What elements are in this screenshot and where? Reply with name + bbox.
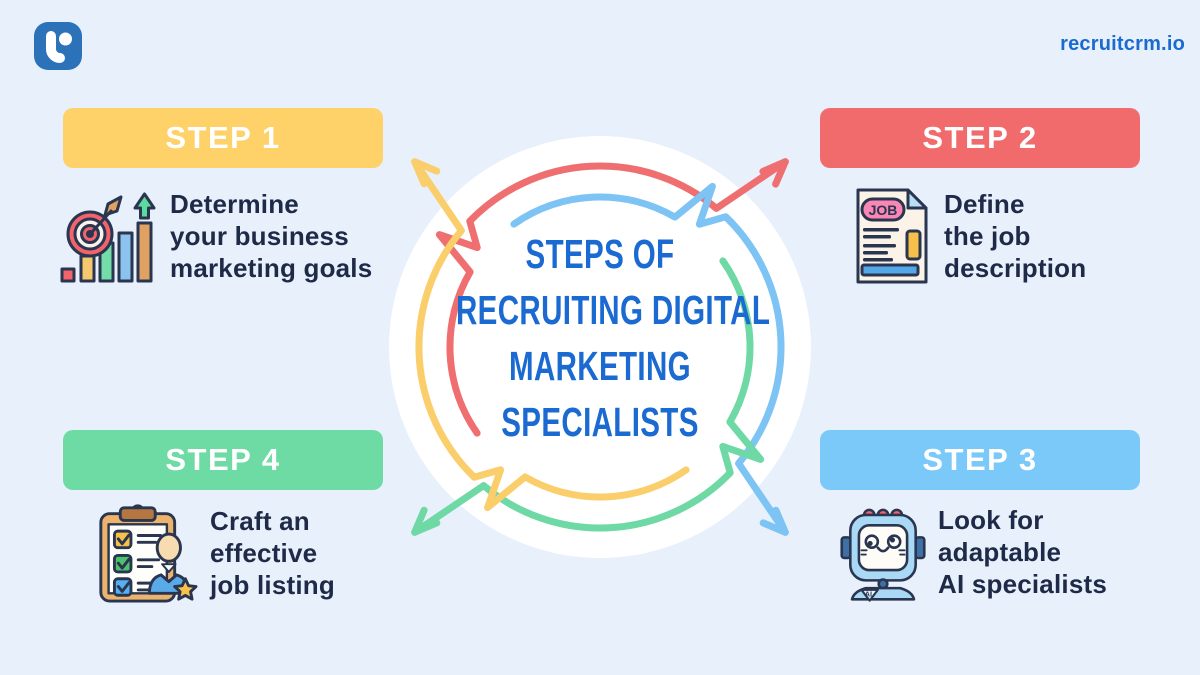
target-growth-chart-icon bbox=[60, 192, 156, 283]
title-line: STEPS OF bbox=[525, 231, 675, 277]
step-text-line: Look for bbox=[938, 505, 1044, 535]
step-3-banner: STEP 3 bbox=[820, 430, 1140, 490]
step-1-item: Determine your business marketing goals bbox=[58, 186, 372, 286]
ai-robot-icon: AI bbox=[840, 508, 926, 602]
site-link[interactable]: recruitcrm.io bbox=[1060, 33, 1185, 55]
title-line: SPECIALISTS bbox=[501, 399, 699, 445]
step-2-item: JOB Define the job description bbox=[852, 186, 1086, 286]
diagram-title: STEPS OF RECRUITING DIGITAL MARKETING SP… bbox=[400, 226, 800, 450]
step-1-label: STEP 1 bbox=[165, 120, 281, 155]
step-1-banner: STEP 1 bbox=[63, 108, 383, 168]
recruit-crm-logo-icon bbox=[34, 22, 82, 70]
step-text-line: Craft an bbox=[210, 506, 310, 536]
step2-arrow bbox=[435, 158, 789, 437]
step-text-line: AI specialists bbox=[938, 569, 1107, 599]
step-2-label: STEP 2 bbox=[922, 120, 1038, 155]
step-3-item: AI Look for adaptable AI specialists bbox=[840, 498, 1107, 606]
svg-text:JOB: JOB bbox=[869, 202, 898, 218]
step1-arrow bbox=[411, 158, 690, 512]
step3-arrow bbox=[510, 182, 789, 536]
title-line: RECRUITING DIGITAL bbox=[456, 287, 771, 333]
step-4-item: Craft an effective job listing bbox=[94, 502, 335, 604]
center-circle bbox=[389, 136, 811, 558]
step4-arrow bbox=[411, 257, 765, 536]
step-2-banner: STEP 2 bbox=[820, 108, 1140, 168]
step-text-line: description bbox=[944, 253, 1087, 283]
step-3-label: STEP 3 bbox=[922, 442, 1038, 477]
step-4-label: STEP 4 bbox=[165, 442, 281, 477]
step-text-line: effective bbox=[210, 538, 318, 568]
step-text-line: your business bbox=[170, 221, 349, 251]
step-3-text: Look for adaptable AI specialists bbox=[938, 504, 1107, 600]
step-text-line: Define bbox=[944, 189, 1025, 219]
clipboard-checklist-icon bbox=[99, 504, 198, 603]
step-text-line: the job bbox=[944, 221, 1031, 251]
step-text-line: Determine bbox=[170, 189, 299, 219]
step-1-text: Determine your business marketing goals bbox=[170, 188, 372, 284]
step-text-line: marketing goals bbox=[170, 253, 373, 283]
step-text-line: adaptable bbox=[938, 537, 1062, 567]
step-4-text: Craft an effective job listing bbox=[210, 505, 335, 601]
step-text-line: job listing bbox=[210, 570, 335, 600]
title-line: MARKETING bbox=[508, 343, 691, 389]
step-4-banner: STEP 4 bbox=[63, 430, 383, 490]
step-2-text: Define the job description bbox=[944, 188, 1086, 284]
svg-text:AI: AI bbox=[865, 590, 872, 599]
job-description-document-icon: JOB bbox=[856, 188, 928, 284]
